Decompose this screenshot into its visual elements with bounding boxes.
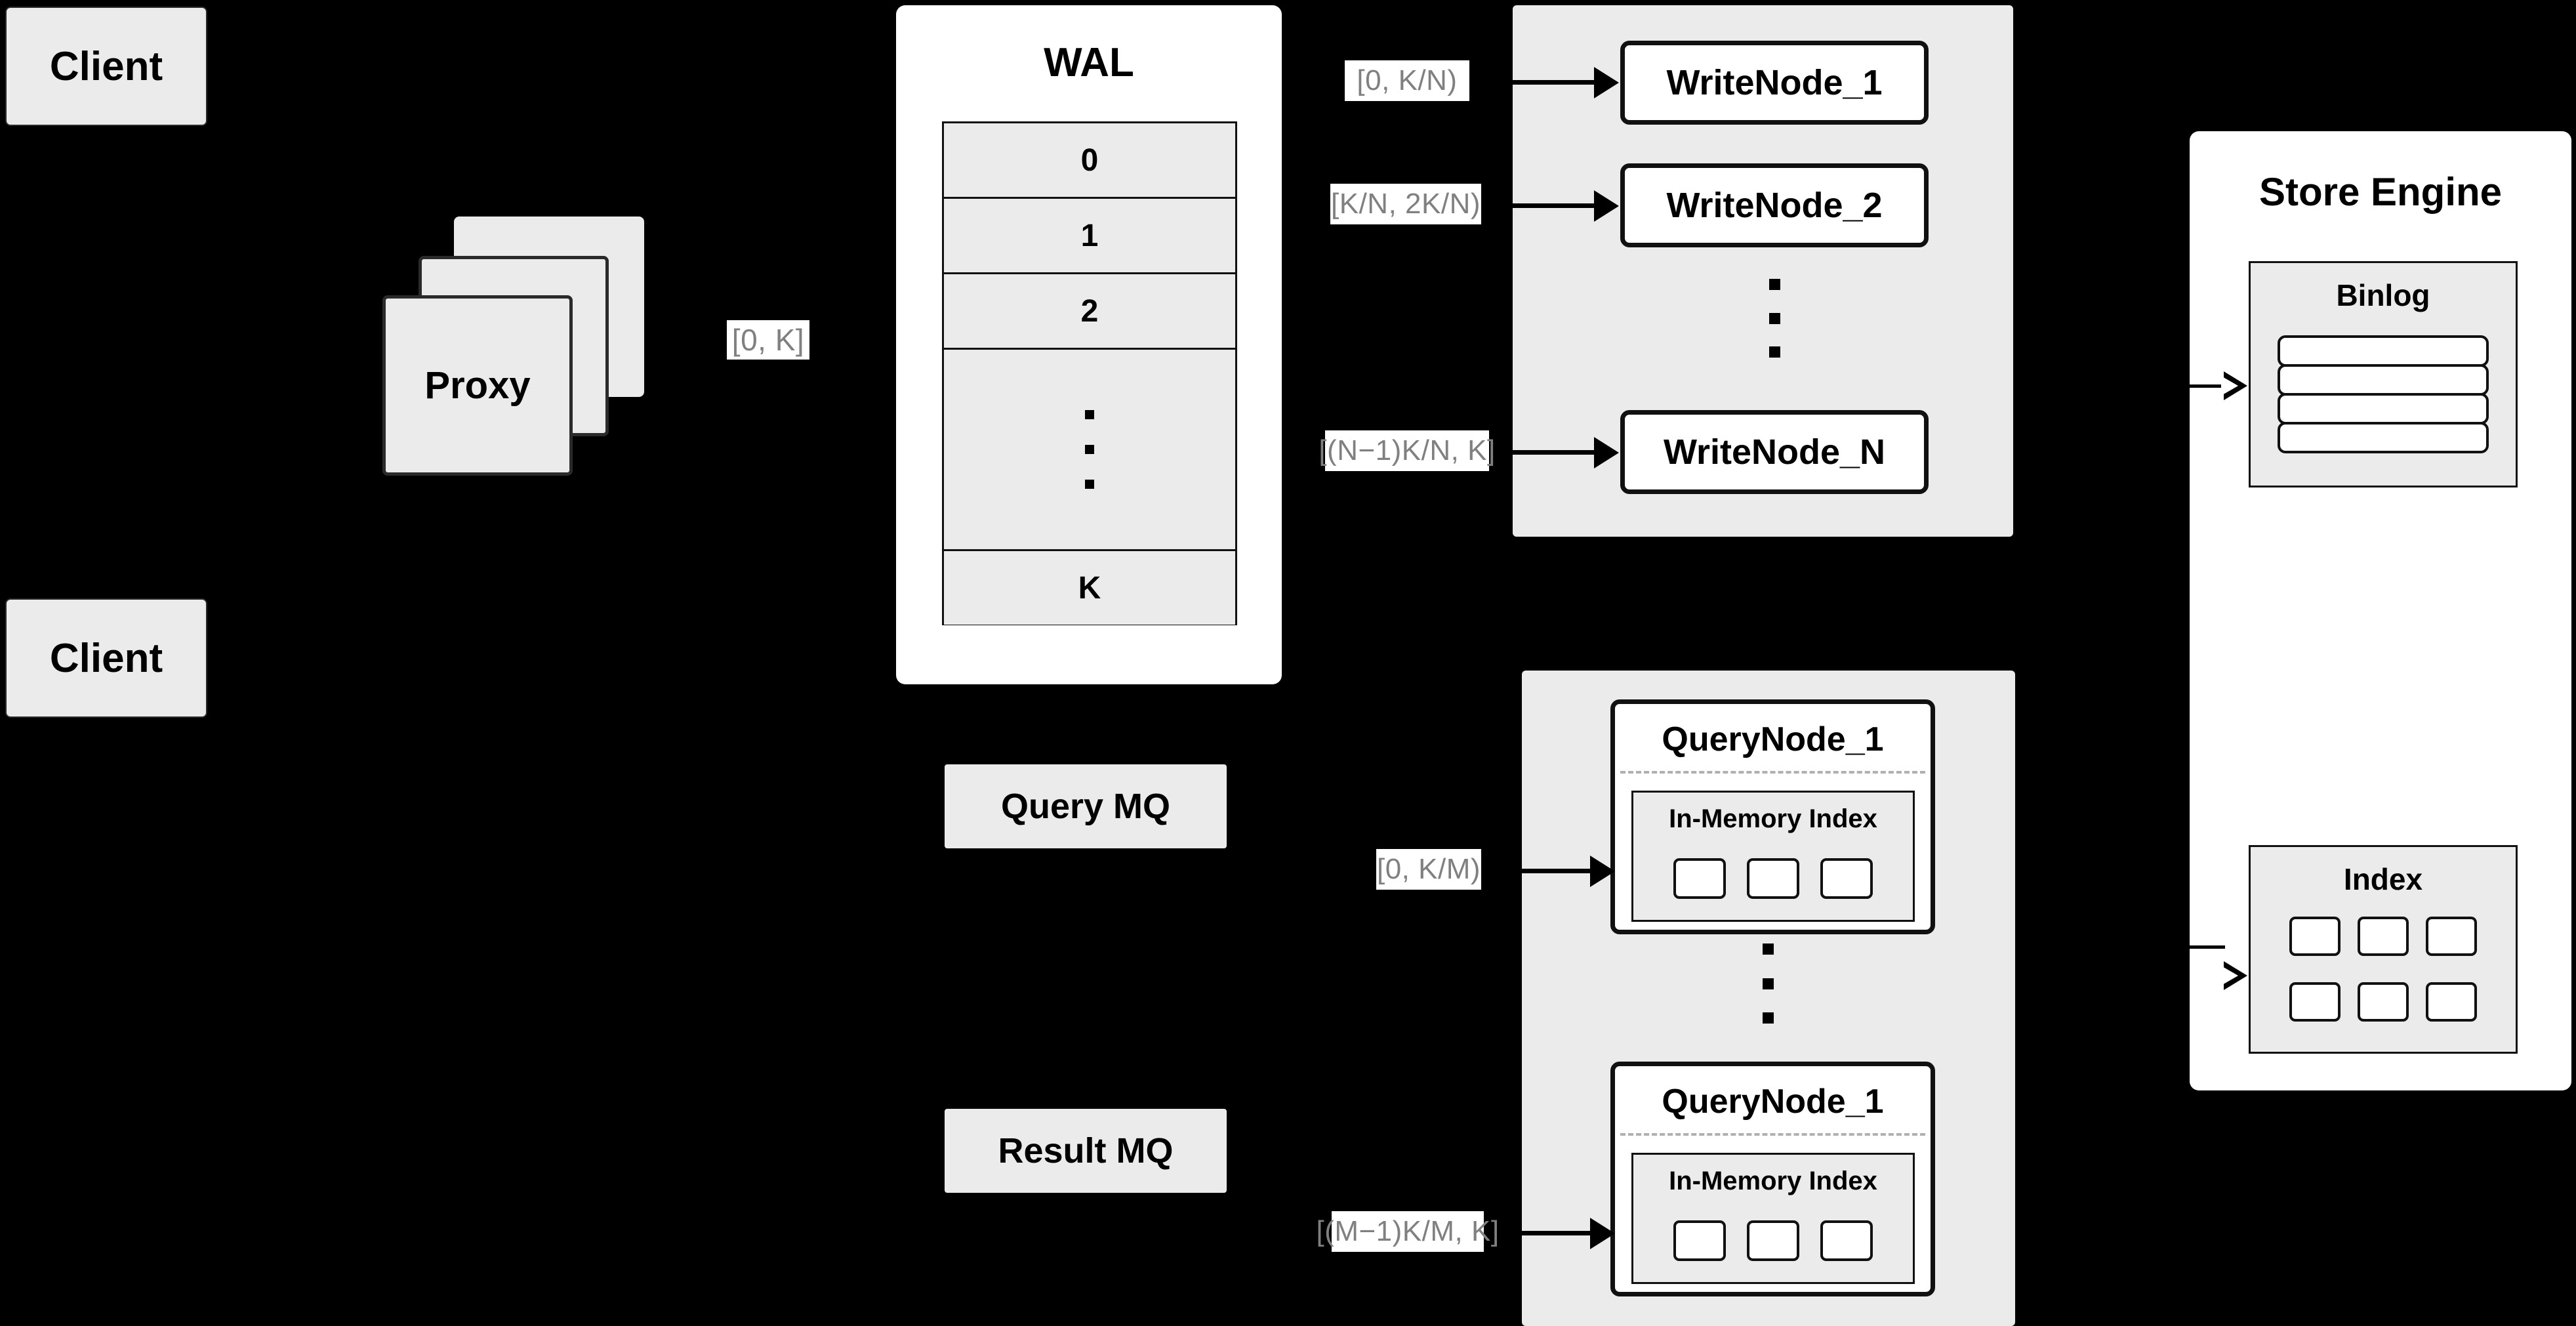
- wal-row-k: K: [944, 551, 1235, 625]
- write-node-2: WriteNode_2: [1620, 163, 1929, 247]
- arrow-line-to-write-node-n: [1513, 450, 1597, 455]
- binlog-row: [2278, 422, 2489, 453]
- wal-row-0: 0: [944, 123, 1235, 199]
- query-node-m-index-slot: [1747, 1220, 1799, 1261]
- binlog-title: Binlog: [2336, 278, 2430, 312]
- query-node-1-index-slot: [1673, 858, 1726, 899]
- proxy-label: Proxy: [424, 364, 531, 407]
- client-label-1: Client: [49, 43, 163, 89]
- arrow-head-to-write-node-2: [1594, 190, 1619, 222]
- write-node-n: WriteNode_N: [1620, 410, 1929, 494]
- index-slot: [2358, 982, 2409, 1022]
- binlog-row: [2278, 393, 2489, 425]
- binlog-row: [2278, 364, 2489, 396]
- binlog-panel: Binlog: [2249, 261, 2518, 487]
- client-label-2: Client: [49, 635, 163, 681]
- write-node-1: WriteNode_1: [1620, 41, 1929, 125]
- query-node-1-divider: [1620, 771, 1925, 774]
- query-mq-box: Query MQ: [945, 764, 1227, 848]
- index-slot: [2426, 982, 2477, 1022]
- index-slot: [2426, 917, 2477, 956]
- result-mq-box: Result MQ: [945, 1109, 1227, 1193]
- wal-row-2: 2: [944, 274, 1235, 350]
- edge-label-write-node-2: [K/N, 2K/N): [1330, 184, 1481, 224]
- wal-row-1: 1: [944, 199, 1235, 274]
- query-node-1-index-slot: [1747, 858, 1799, 899]
- write-node-ellipsis-icon: [1768, 279, 1781, 358]
- wal-table: 0 1 2 K: [942, 121, 1237, 625]
- wal-title: WAL: [1044, 40, 1134, 85]
- query-node-m-index-title: In-Memory Index: [1669, 1167, 1877, 1195]
- store-engine-title: Store Engine: [2259, 170, 2503, 214]
- query-node-1-index-title: In-Memory Index: [1669, 804, 1877, 833]
- edge-label-query-node-1: [0, K/M): [1376, 849, 1481, 890]
- arrow-head-to-binlog: [2221, 371, 2247, 400]
- write-node-n-label: WriteNode_N: [1663, 432, 1886, 472]
- client-box-1: Client: [5, 7, 207, 126]
- edge-label-write-node-1: [0, K/N): [1345, 60, 1469, 101]
- query-mq-label: Query MQ: [1000, 787, 1171, 826]
- query-node-ellipsis-icon: [1761, 943, 1774, 1024]
- query-node-1-in-memory-index: In-Memory Index: [1631, 791, 1915, 922]
- query-node-m-index-slot: [1673, 1220, 1726, 1261]
- arrow-line-to-write-node-1: [1513, 80, 1597, 85]
- proxy-card-front: Proxy: [382, 295, 573, 476]
- arrow-line-to-write-node-2: [1513, 203, 1597, 208]
- query-node-1-index-slot: [1820, 858, 1873, 899]
- arrow-line-to-index: [2184, 945, 2225, 949]
- index-slot: [2289, 982, 2341, 1022]
- arrow-head-to-write-node-n: [1594, 437, 1619, 468]
- arrow-line-to-query-node-m: [1522, 1231, 1593, 1235]
- query-node-1-label: QueryNode_1: [1662, 720, 1884, 758]
- query-node-m-index-slot: [1820, 1220, 1873, 1261]
- wal-row-ellipsis: [944, 350, 1235, 551]
- arrow-head-to-query-node-1: [1590, 856, 1615, 887]
- arrow-head-to-index: [2221, 961, 2247, 990]
- index-slot: [2289, 917, 2341, 956]
- index-title: Index: [2343, 862, 2423, 896]
- arrow-line-to-binlog: [2184, 384, 2225, 388]
- arrow-head-to-query-node-m: [1590, 1218, 1615, 1249]
- write-node-2-label: WriteNode_2: [1666, 186, 1883, 225]
- query-node-m-divider: [1620, 1133, 1925, 1136]
- query-node-m-in-memory-index: In-Memory Index: [1631, 1153, 1915, 1284]
- client-box-2: Client: [5, 598, 207, 718]
- query-node-m-label: QueryNode_1: [1662, 1083, 1884, 1121]
- arrow-line-to-query-node-1: [1522, 869, 1593, 873]
- write-node-1-label: WriteNode_1: [1666, 63, 1883, 102]
- arrow-head-to-write-node-1: [1594, 67, 1619, 98]
- result-mq-label: Result MQ: [998, 1131, 1174, 1171]
- index-panel: Index: [2249, 845, 2518, 1054]
- edge-label-query-node-m: [(M−1)K/M, K]: [1316, 1211, 1499, 1252]
- wal-ellipsis-icon: [1085, 410, 1094, 489]
- index-slot: [2358, 917, 2409, 956]
- edge-label-write-node-n: [(N−1)K/N, K]: [1319, 430, 1495, 471]
- binlog-row: [2278, 335, 2489, 367]
- edge-label-client-to-proxy: [0, K]: [727, 320, 809, 360]
